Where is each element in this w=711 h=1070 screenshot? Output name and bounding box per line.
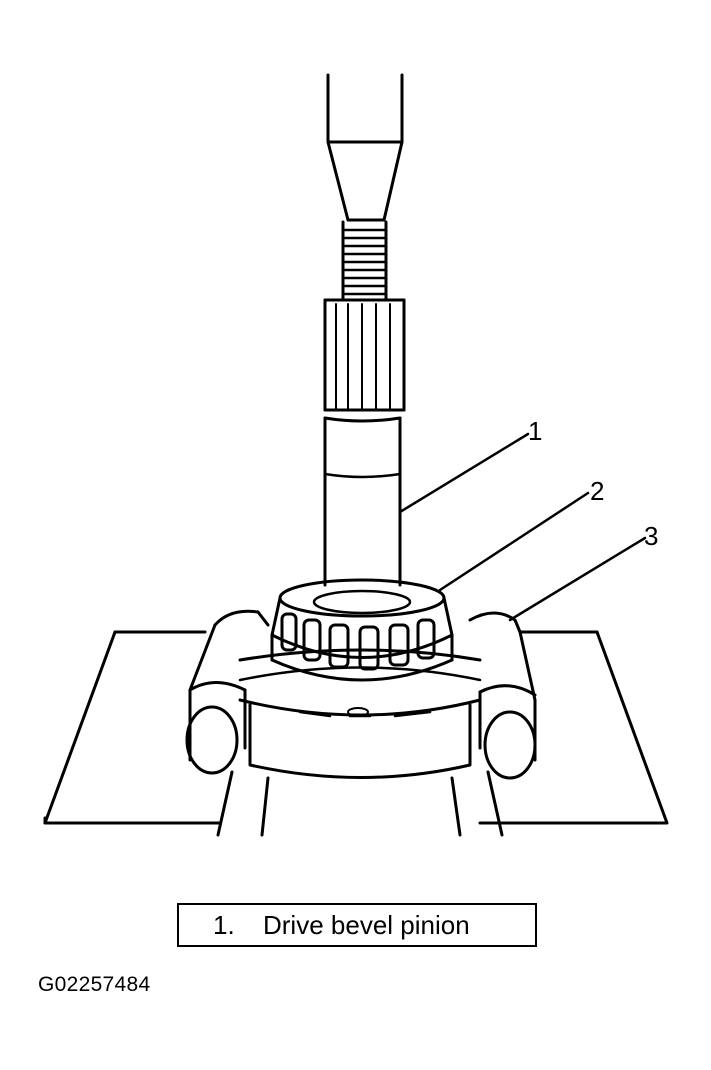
legend-item-number: 1. — [213, 909, 235, 940]
support-legs — [216, 770, 504, 837]
legend-box: 1. Drive bevel pinion — [177, 903, 537, 947]
leader-line-3 — [508, 536, 647, 622]
threaded-section — [323, 220, 406, 302]
figure-id: G02257484 — [38, 973, 151, 996]
press-table — [43, 630, 669, 825]
bearing — [270, 578, 454, 682]
drive-bevel-pinion-illustration: 1 2 3 — [43, 73, 669, 837]
leader-lines — [398, 432, 647, 622]
legend-item-label: Drive bevel pinion — [263, 909, 470, 940]
bearing-separator — [185, 609, 537, 780]
splined-section — [323, 298, 406, 412]
press-tool — [326, 73, 404, 222]
leader-line-1 — [398, 432, 530, 514]
leader-line-2 — [438, 491, 590, 592]
callout-3: 3 — [644, 521, 658, 551]
pinion-shaft — [323, 416, 402, 587]
callout-2: 2 — [590, 476, 604, 506]
callout-1: 1 — [528, 416, 542, 446]
